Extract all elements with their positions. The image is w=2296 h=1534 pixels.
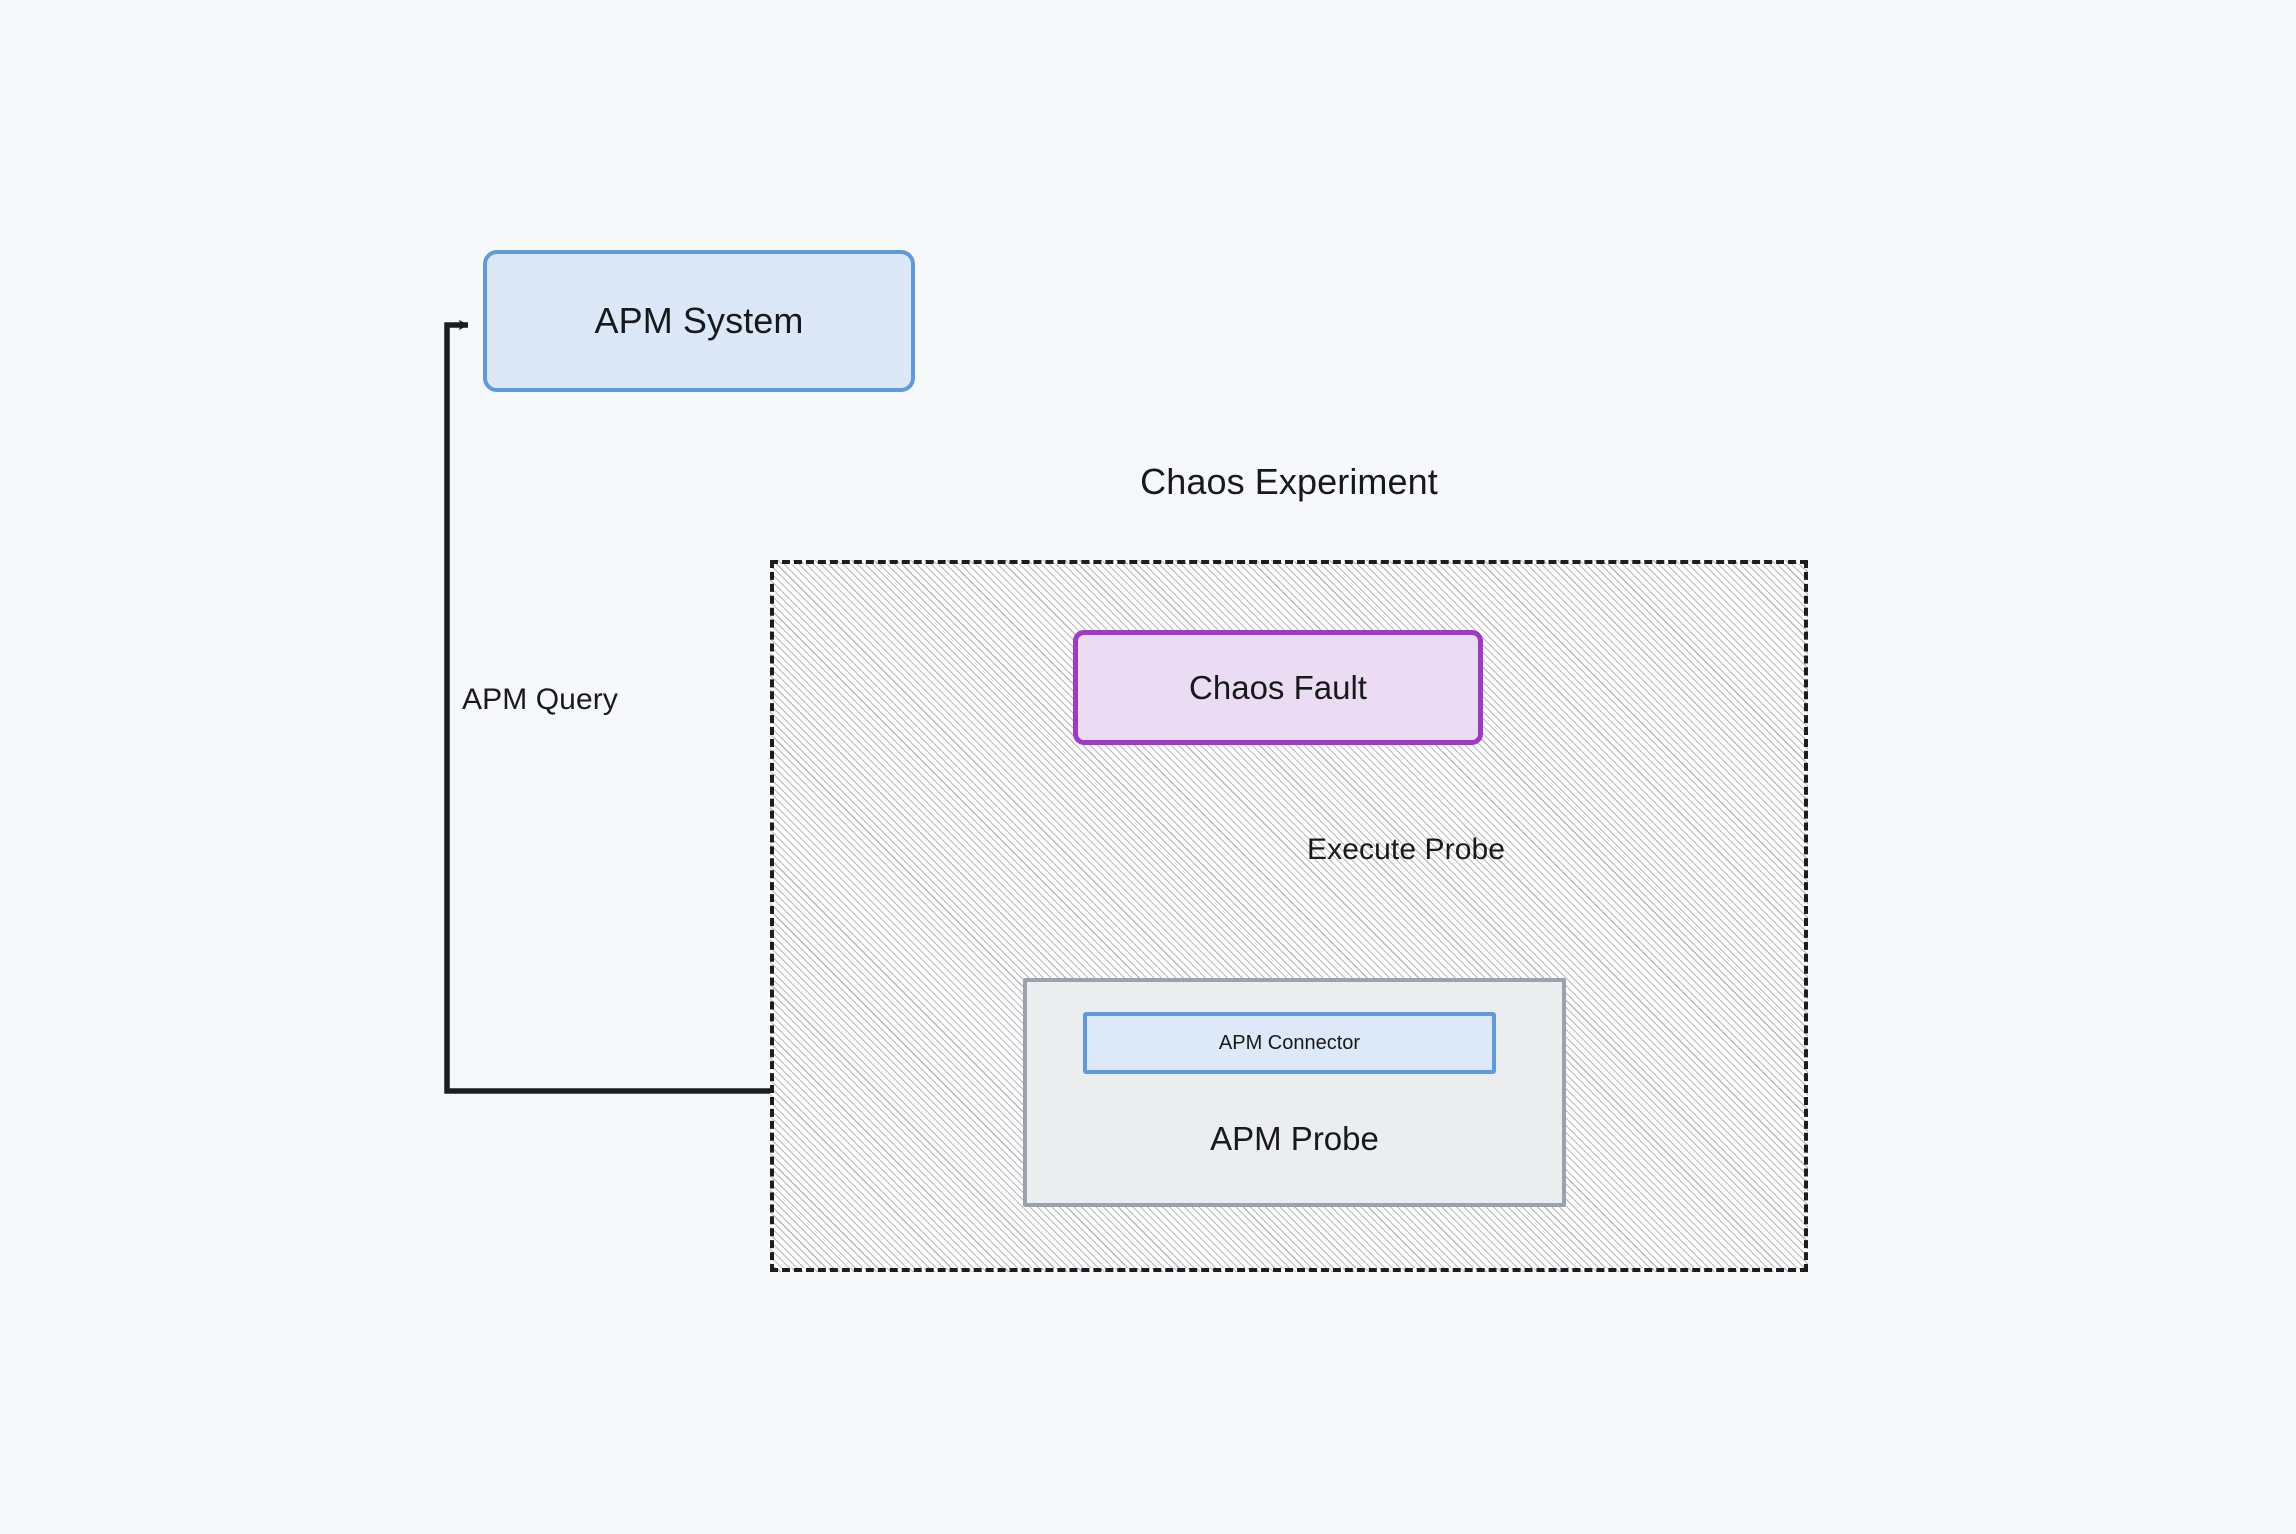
cluster-title-chaos-experiment: Chaos Experiment bbox=[1140, 461, 1438, 502]
node-chaos-fault-label: Chaos Fault bbox=[1189, 668, 1367, 706]
node-apm-connector[interactable]: APM Connector bbox=[1083, 1012, 1496, 1074]
node-apm-probe[interactable]: APM Connector APM Probe bbox=[1023, 978, 1566, 1207]
node-chaos-fault[interactable]: Chaos Fault bbox=[1073, 630, 1483, 745]
node-apm-connector-label: APM Connector bbox=[1218, 1031, 1361, 1054]
node-apm-system-label: APM System bbox=[594, 300, 804, 341]
edge-label-execute-probe: Execute Probe bbox=[1307, 833, 1506, 866]
edge-label-apm-query: APM Query bbox=[462, 683, 618, 716]
node-apm-probe-label: APM Probe bbox=[1210, 1120, 1379, 1157]
node-apm-system[interactable]: APM System bbox=[483, 250, 915, 392]
